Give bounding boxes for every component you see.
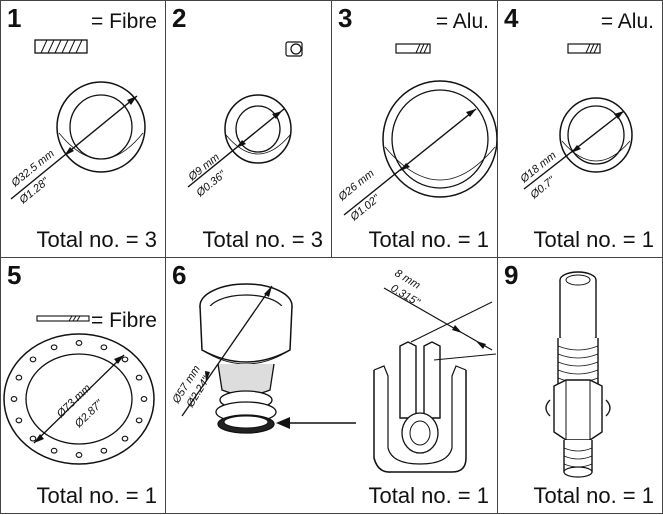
nipple-fitting-drawing (545, 271, 611, 478)
bolt-hole (10, 396, 18, 402)
slot-detail-icon (373, 341, 467, 473)
item-number: 1 (7, 3, 22, 33)
item-number: 4 (504, 3, 519, 33)
material-swatch-icon (34, 39, 88, 54)
washer-icon (224, 94, 292, 164)
cell-9: 9 Total no. = 1 (497, 257, 663, 514)
alu-gasket-drawing: Ø26 mm Ø1.02" (336, 43, 498, 224)
bolt-hole (100, 447, 108, 454)
material-label: = Alu. (435, 10, 489, 33)
item-number: 9 (504, 260, 519, 290)
material-swatch-icon (395, 43, 431, 54)
material-swatch-icon (285, 41, 303, 57)
flange-gasket-drawing: Ø73 mm Ø2.87" (3, 315, 155, 465)
bolt-hole (135, 417, 143, 424)
valve-insert-icon (199, 283, 293, 434)
cell-5: 5 = Fibre Ø73 mm Ø2.87" Total no. = 1 (0, 257, 166, 514)
diameter-arrow (187, 108, 285, 188)
valve-insert-drawing: Ø57 mm Ø2.24" 8 mm 0.31 (170, 267, 497, 473)
item-number: 6 (172, 260, 187, 290)
diameter-arrow (523, 110, 625, 190)
washer-icon (382, 80, 498, 198)
total-count: Total no. = 1 (368, 483, 489, 508)
bolt-hole (100, 344, 108, 351)
bolt-hole (50, 447, 58, 454)
total-count: Total no. = 1 (533, 227, 654, 252)
total-count: Total no. = 3 (202, 227, 323, 252)
bolt-hole (75, 452, 83, 458)
bolt-hole (15, 417, 23, 424)
bolt-hole (29, 435, 37, 442)
bolt-holes (10, 340, 148, 458)
item-number: 2 (172, 3, 187, 33)
material-label: = Fibre (91, 309, 157, 332)
fibre-gasket-drawing: Ø32.5 mm Ø1.28" (9, 39, 146, 207)
diameter-arrow (181, 285, 273, 417)
nipple-fitting-icon (545, 271, 611, 478)
material-swatch-icon (36, 315, 90, 322)
diameter-arrow (33, 354, 125, 444)
bolt-hole (135, 374, 143, 381)
pointer-arrow (276, 417, 356, 429)
washer-icon (56, 81, 146, 173)
diameter-arrow (10, 95, 138, 200)
washer-icon (559, 97, 633, 173)
total-count: Total no. = 1 (368, 227, 489, 252)
cell-4: 4 = Alu. Ø18 mm Ø0.7" Total no. = 1 (497, 0, 663, 258)
bolt-hole (50, 344, 58, 351)
bolt-hole (29, 356, 37, 363)
material-label: = Alu. (600, 10, 654, 33)
cell-2: 2 Ø9 mm Ø0.36" Total no. = 3 (165, 0, 332, 258)
bolt-hole (121, 435, 129, 442)
bolt-hole (15, 374, 23, 381)
total-count: Total no. = 3 (36, 227, 157, 252)
cell-1: 1 = Fibre Ø32.5 mm Ø (0, 0, 166, 258)
cell-6: 6 Ø57 mm Ø2.24" (165, 257, 498, 514)
total-count: Total no. = 1 (533, 483, 654, 508)
small-gasket-drawing: Ø9 mm Ø0.36" (186, 41, 303, 200)
bolt-hole (140, 396, 148, 402)
bolt-hole (121, 356, 129, 363)
total-count: Total no. = 1 (36, 483, 157, 508)
diameter-arrow (343, 108, 477, 216)
alu-small-gasket-drawing: Ø18 mm Ø0.7" (518, 43, 633, 202)
item-number: 5 (7, 260, 22, 290)
material-swatch-icon (567, 43, 601, 54)
width-dimension (383, 287, 497, 361)
item-number: 3 (338, 3, 353, 33)
material-label: = Fibre (91, 10, 157, 33)
bolt-hole (75, 340, 83, 346)
cell-3: 3 = Alu. Ø26 mm Ø1.02" Total no. = 1 (331, 0, 498, 258)
